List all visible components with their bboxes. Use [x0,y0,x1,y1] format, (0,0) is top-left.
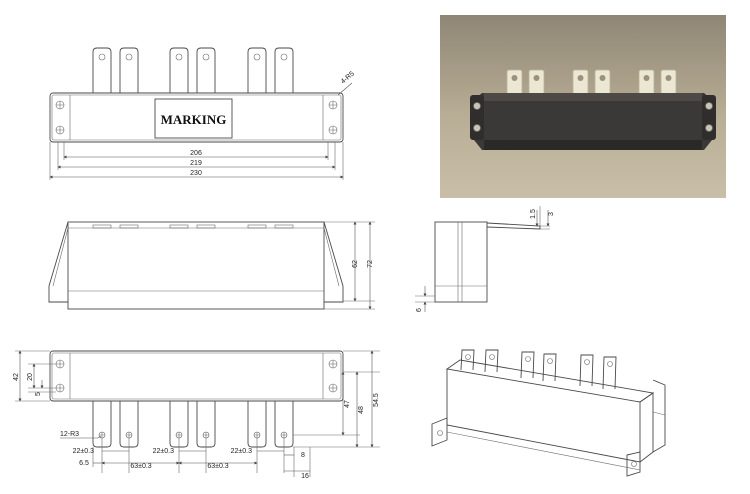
marking-box [154,98,233,139]
dim-5: 5 [35,392,42,396]
dim-47: 47 [344,400,351,408]
pitch-label-1: 22±0.3 [73,448,94,455]
product-photo [440,15,726,198]
dim-62: 62 [352,260,359,268]
corner-radius-label: 4-R5 [340,70,356,85]
dim-16: 16 [301,473,309,480]
top-view: MARKING 4-R5 206 219 230 [49,47,356,180]
dim-8: 8 [301,452,305,459]
marking-label: MARKING [161,112,227,127]
dim-219: 219 [190,160,202,167]
side-view: 1.5 3 6 [415,206,555,312]
dim-54-5: 54.5 [373,393,380,407]
front-view-terminal-bases [92,224,294,229]
pitch-label-2: 22±0.3 [153,448,174,455]
dim-42: 42 [13,373,20,381]
bottom-view-terminals [92,401,294,448]
dim-1-5: 1.5 [530,209,537,219]
dim-72: 72 [367,260,374,268]
pitch-label-3: 22±0.3 [231,448,252,455]
dim-48: 48 [358,406,365,414]
iso-terminals [460,349,617,390]
spacing-label-2: 63±0.3 [207,463,228,470]
top-view-terminals [92,47,294,93]
isometric-view [431,349,666,477]
dim-6-5: 6.5 [79,460,89,467]
bottom-view-mounting-holes [55,359,338,393]
dim-6: 6 [416,308,423,312]
dim-3: 3 [548,212,555,216]
dim-206: 206 [190,150,202,157]
hole-radius-label: 12-R3 [60,431,79,438]
spacing-label-1: 63±0.3 [130,463,151,470]
dim-20: 20 [27,373,34,381]
front-view: 62 72 [48,221,375,310]
bottom-view: 42 20 5 47 48 54.5 12-R3 22±0.3 22±0.3 2… [13,350,380,480]
dim-230: 230 [190,170,202,177]
top-view-mounting-holes [55,100,338,135]
